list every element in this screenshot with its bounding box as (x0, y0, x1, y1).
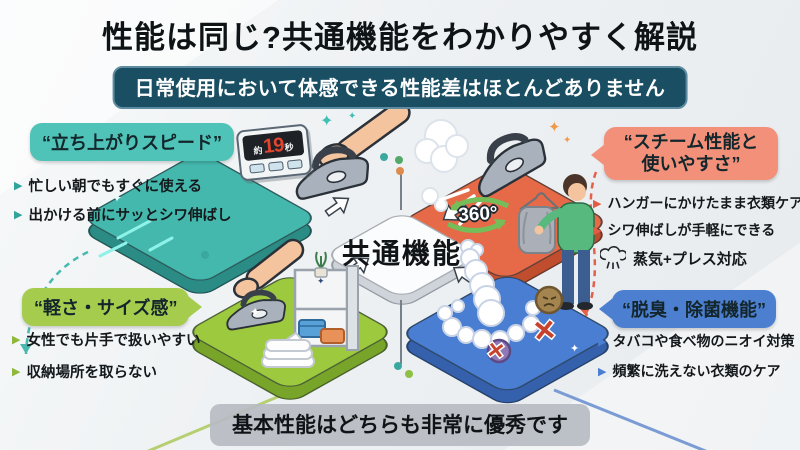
rotation-label: 360° (457, 202, 499, 227)
timer-unit: 秒 (284, 141, 295, 153)
bullet-text: タバコや食べ物のニオイ対策 (612, 333, 795, 349)
list-item: ▶ 出かける前にサッとシワ伸ばし (14, 204, 231, 225)
center-common-label: 共通機能 (341, 238, 463, 269)
timer-screen: 約 19 秒 (242, 129, 305, 162)
sparkle-icon: ✦ (570, 343, 580, 355)
bullet-text: シワ伸ばしが手軽にできる (607, 222, 776, 238)
bullet-triangle-icon: ▶ (598, 335, 607, 348)
section-title-weight-size: “軽さ・サイズ感” (22, 288, 203, 326)
section-bullets-steam: ▶ ハンガーにかけたまま衣類ケア ▶ シワ伸ばしが手軽にできる (593, 193, 800, 240)
steam-icon (600, 246, 626, 270)
cross-mark: × (531, 308, 558, 351)
timer-button (267, 161, 284, 172)
timer-button (286, 159, 303, 170)
list-item: ▶ シワ伸ばしが手軽にできる (593, 220, 800, 240)
section-bullets-weight-size: ▶ 女性でも片手で扱いやすい ▶ 収納場所を取らない (12, 329, 200, 382)
section-bullets-deodorize: ▶ タバコや食べ物のニオイ対策 ▶ 頻繁に洗えない衣類のケア (598, 331, 794, 381)
bullet-text: 忙しい朝でもすぐに使える (28, 179, 203, 195)
subtitle-banner: 日常使用において体感できる性能差はほとんどありません (112, 66, 688, 109)
bullet-triangle-icon: ▶ (12, 366, 21, 378)
timer-prefix: 約 (253, 145, 264, 157)
list-item: ▶ タバコや食べ物のニオイ対策 (598, 331, 794, 351)
list-item: ▶ 収納場所を取らない (12, 361, 200, 382)
bullet-triangle-icon: ▶ (12, 334, 21, 346)
timer-display: 約 19 秒 (235, 123, 313, 182)
sparkle-icon: ✦ (563, 135, 572, 146)
sparkle-icon: ✦ (112, 191, 123, 205)
bullet-text: ハンガーにかけたまま衣類ケア (607, 195, 800, 211)
bullet-triangle-icon: ▶ (598, 365, 607, 378)
bullet-text: 収納場所を取らない (26, 365, 157, 381)
list-item: ▶ 忙しい朝でもすぐに使える (14, 175, 231, 196)
sparkle-icon: ✦ (348, 111, 357, 122)
bullet-triangle-icon: ▶ (14, 209, 23, 221)
section-title-steam: “スチーム性能と 使いやすさ” (591, 127, 778, 181)
bullet-triangle-icon: ▶ (593, 197, 602, 210)
timer-buttons (245, 159, 306, 174)
sparkle-icon: ✦ (320, 113, 334, 130)
steam-press-note: 蒸気+プレス対応 (600, 245, 747, 271)
section-title-startup-speed: “立ち上がりスピード” (30, 123, 234, 161)
list-item: ▶ 女性でも片手で扱いやすい (12, 329, 200, 350)
sparkle-icon: ✦ (250, 305, 261, 319)
bullet-text: 女性でも片手で扱いやすい (26, 333, 201, 349)
arrow-to-speed (321, 190, 355, 222)
arm-speed (318, 100, 411, 169)
bullet-text: 頻繁に洗えない衣類のケア (612, 363, 781, 379)
sparkle-icon: ✦ (317, 276, 325, 286)
list-item: ▶ 頻繁に洗えない衣類のケア (598, 361, 794, 381)
bullet-triangle-icon: ▶ (593, 224, 602, 237)
bullet-triangle-icon: ▶ (14, 180, 23, 192)
sparkle-icon: ✦ (548, 119, 561, 136)
footer-banner: 基本性能はどちらも非常に優秀です (210, 404, 590, 446)
list-item: ▶ ハンガーにかけたまま衣類ケア (593, 193, 800, 213)
section-bullets-startup-speed: ▶ 忙しい朝でもすぐに使える ▶ 出かける前にサッとシワ伸ばし (14, 175, 231, 225)
bullet-text: 出かける前にサッとシワ伸ばし (28, 208, 232, 224)
section-title-deodorize: “脱臭・除菌機能” (599, 290, 776, 328)
timer-value: 19 (262, 134, 285, 159)
timer-button (248, 163, 265, 174)
steam-note-text: 蒸気+プレス対応 (633, 250, 747, 268)
size-block (183, 272, 397, 392)
page-title: 性能は同じ?共通機能をわかりやすく解説 (102, 20, 698, 55)
